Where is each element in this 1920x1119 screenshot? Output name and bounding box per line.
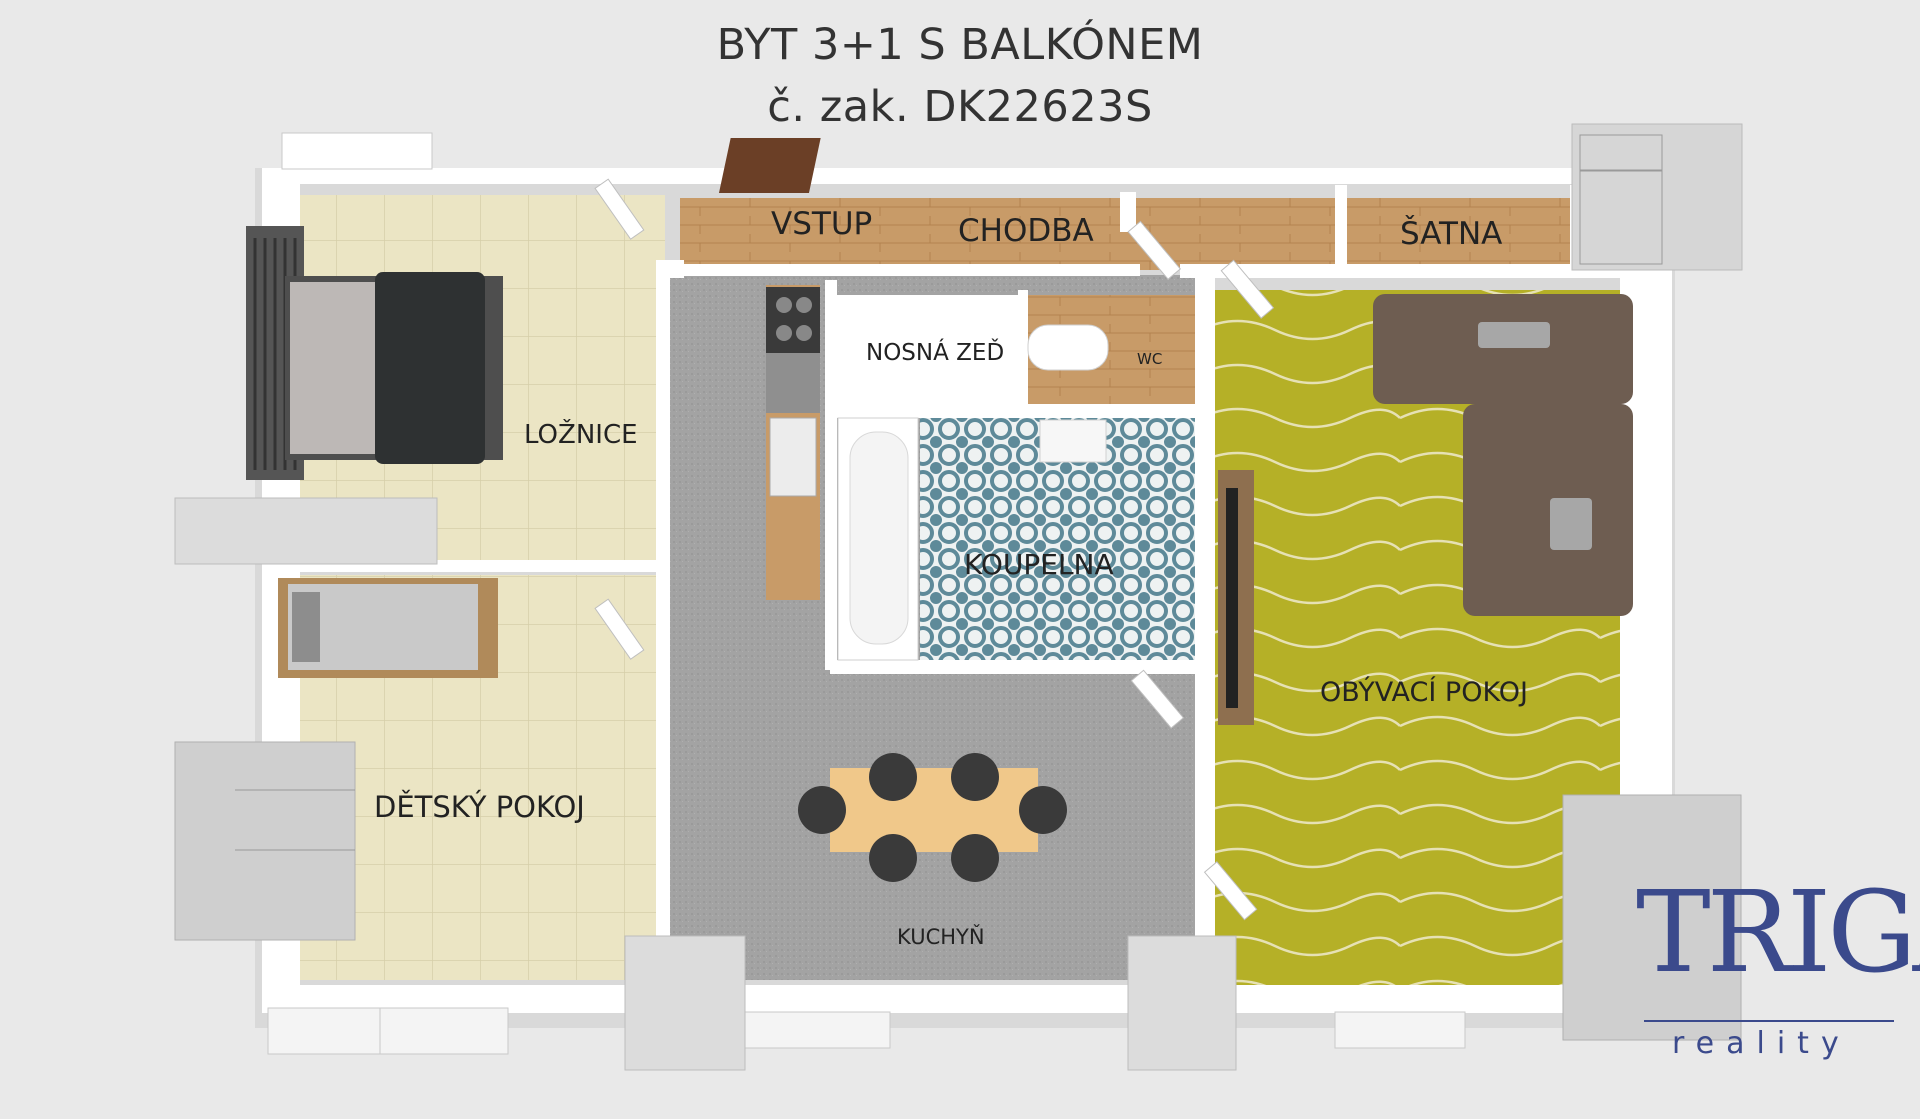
room-label-satna: ŠATNA xyxy=(1400,216,1503,252)
kids-dresser xyxy=(174,741,356,941)
dining-set xyxy=(798,753,1067,882)
room-label-chodba: CHODBA xyxy=(958,213,1094,249)
exterior-blocks xyxy=(174,497,1237,1071)
washbasin xyxy=(1039,419,1107,463)
room-label-wc: WC xyxy=(1137,350,1163,368)
wardrobe-cabinet xyxy=(1571,123,1743,271)
room-label-koupelna: KOUPELNA xyxy=(964,548,1114,581)
room-label-obyvaci-pokoj: OBÝVACÍ POKOJ xyxy=(1320,677,1528,708)
room-label-vstup: VSTUP xyxy=(771,206,873,242)
room-label-kuchyn: KUCHYŇ xyxy=(897,925,985,949)
tv xyxy=(1226,488,1238,708)
toilet xyxy=(1027,324,1109,371)
room-label-nosna-zed: NOSNÁ ZEĎ xyxy=(866,340,1005,366)
entry-door xyxy=(718,138,821,193)
plan-title: BYT 3+1 S BALKÓNEM xyxy=(716,20,1204,70)
windows xyxy=(267,132,1466,1055)
bearing-wall-block xyxy=(833,295,1018,405)
logo-divider xyxy=(1644,1020,1894,1022)
logo-brand: TRIGA xyxy=(1636,868,1920,998)
triga-logo: TRIGA reality xyxy=(1636,868,1920,1068)
room-label-loznice: LOŽNICE xyxy=(524,420,638,450)
living-room-cabinet xyxy=(1562,794,1742,1041)
bathtub xyxy=(837,417,919,661)
door-leaves xyxy=(594,178,1275,921)
wardrobe-floor xyxy=(1335,198,1570,270)
plan-subtitle: č. zak. DK22623S xyxy=(767,82,1153,132)
single-bed xyxy=(278,578,498,678)
kitchen-counter xyxy=(766,285,820,600)
logo-tagline: reality xyxy=(1672,1026,1851,1061)
room-label-detsky-pokoj: DĚTSKÝ POKOJ xyxy=(374,790,585,824)
hallway-floor xyxy=(680,198,1335,270)
corner-sofa xyxy=(1373,294,1633,616)
double-bed xyxy=(246,226,503,480)
